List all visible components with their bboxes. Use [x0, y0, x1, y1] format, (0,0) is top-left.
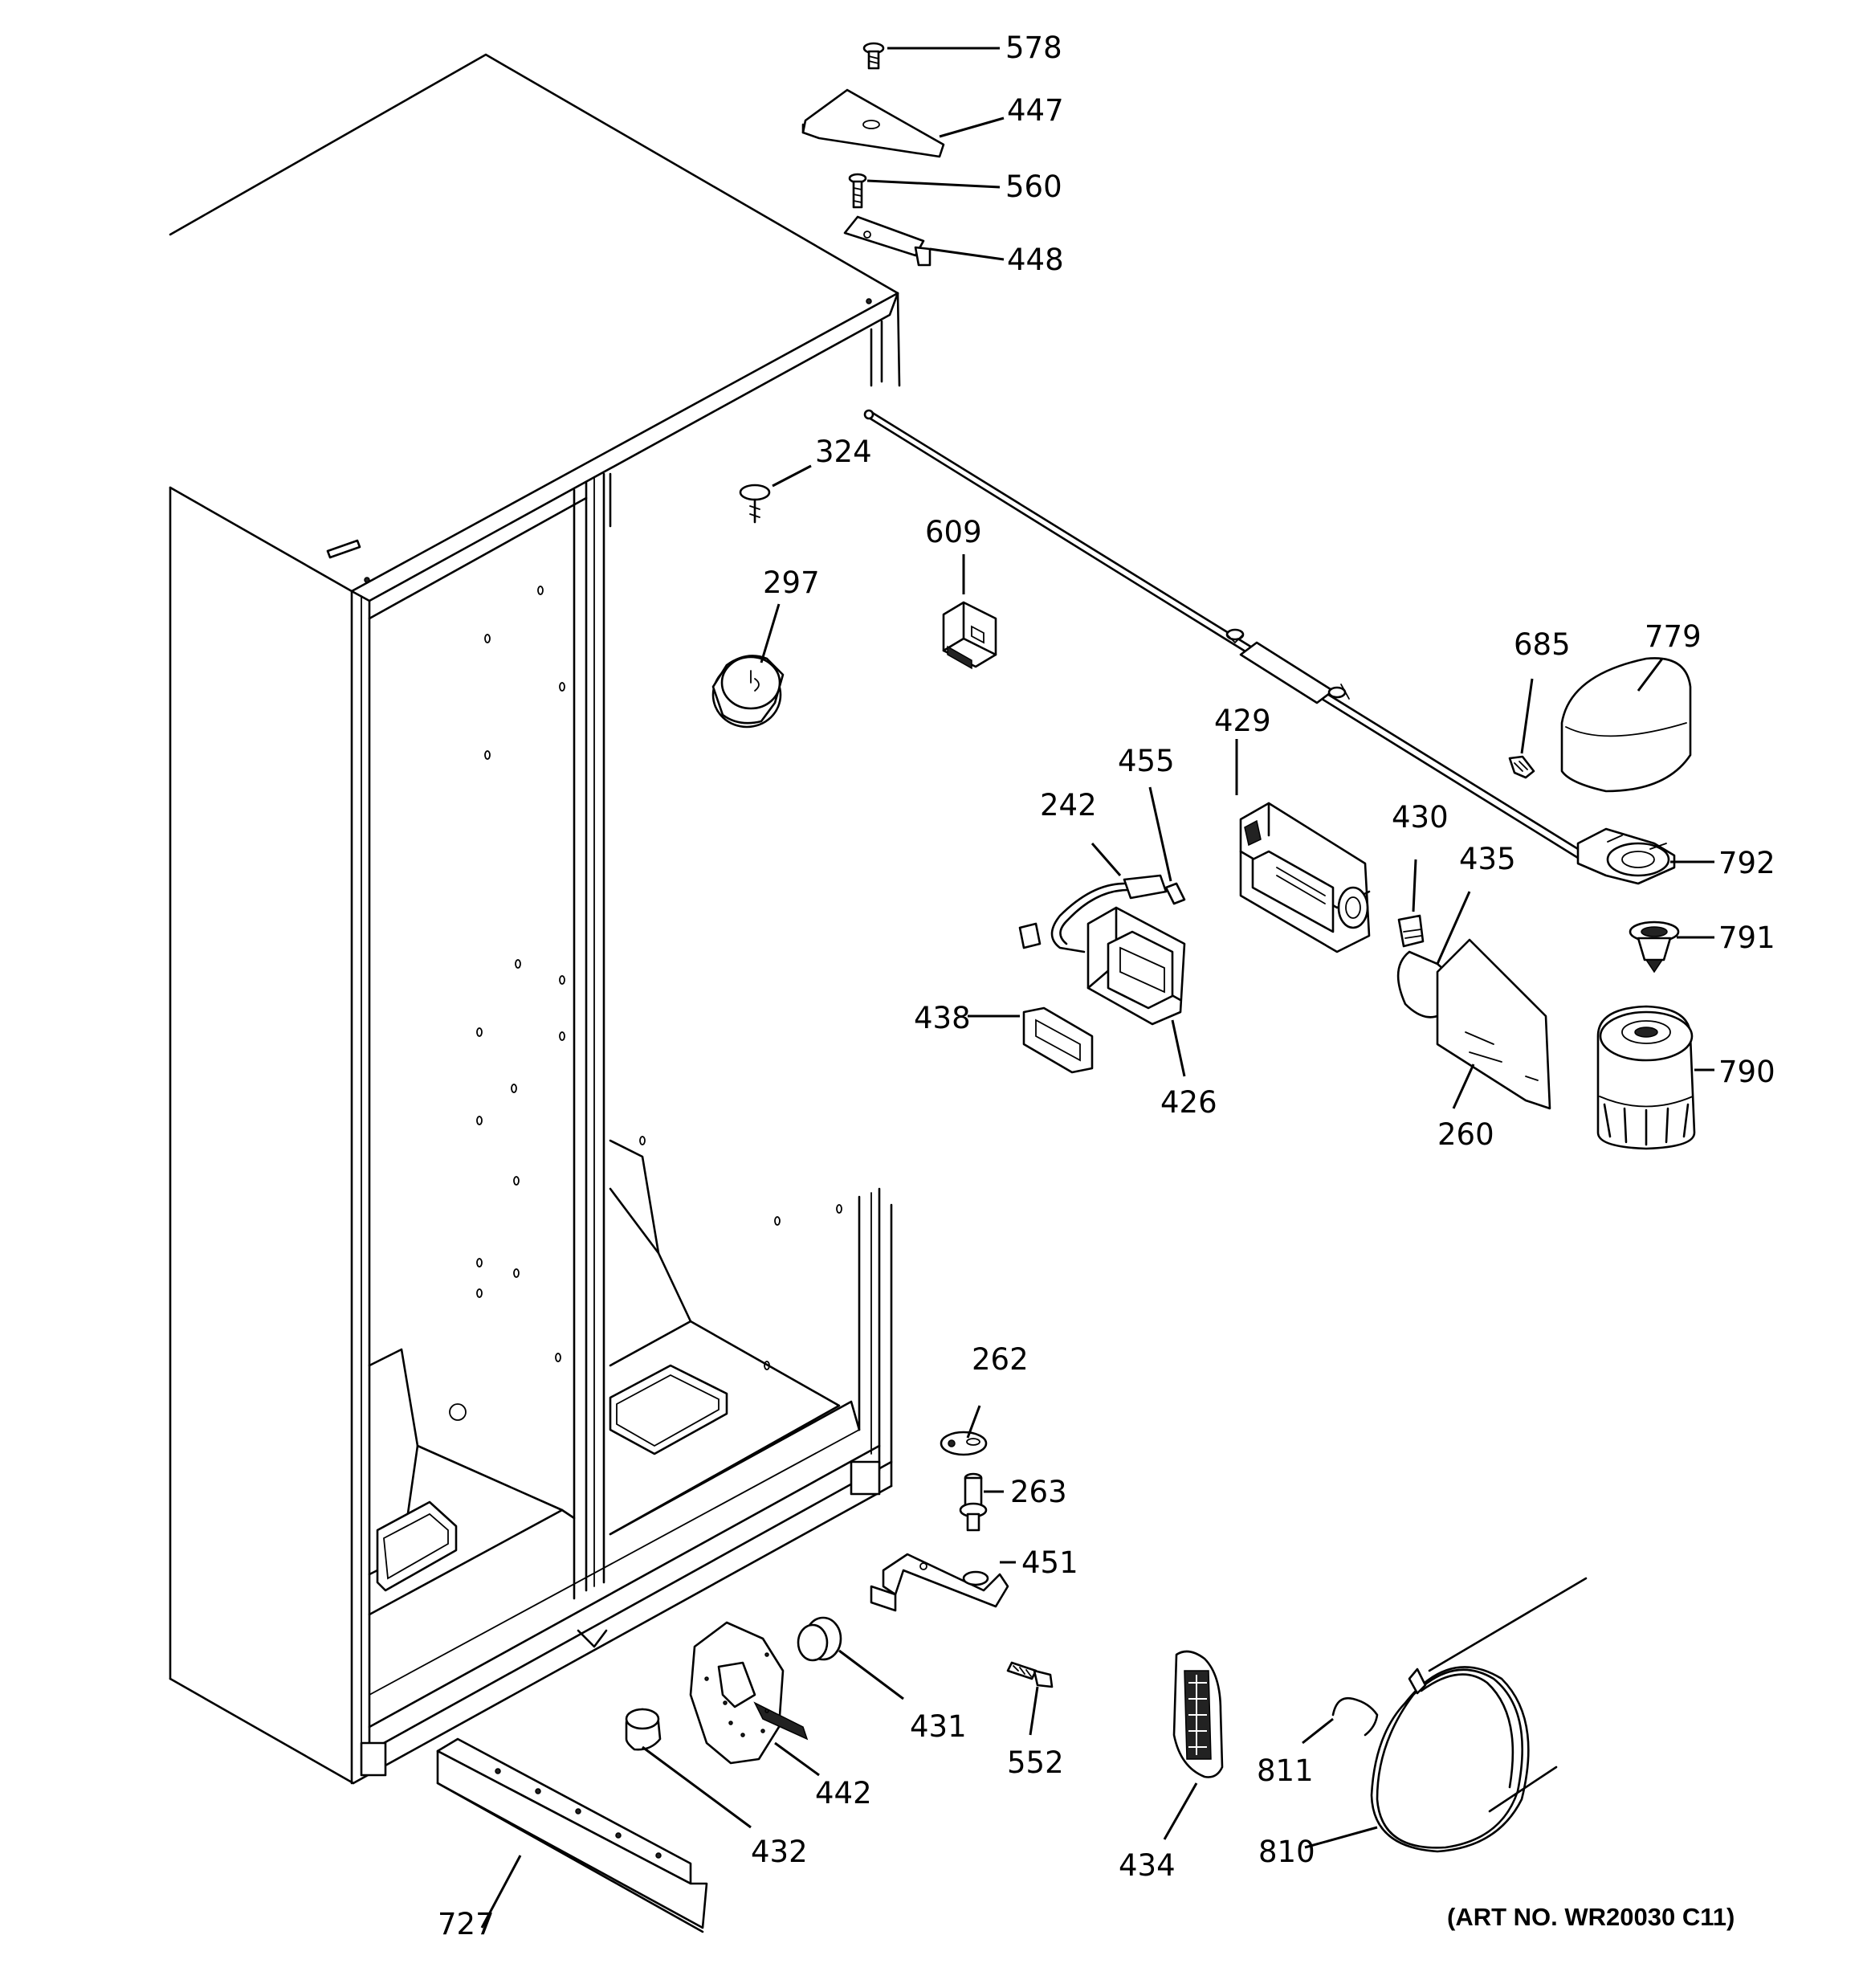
callout-442: 442	[815, 1776, 872, 1810]
leader-lines	[480, 47, 1714, 1929]
callout-435: 435	[1459, 842, 1516, 876]
hinge-pin-263	[959, 1472, 988, 1532]
top-hinge-448	[843, 215, 932, 267]
callout-792: 792	[1718, 846, 1775, 880]
callout-811: 811	[1257, 1753, 1314, 1788]
control-knob-297	[711, 655, 785, 729]
art-number: (ART NO. WR20030 C11)	[1447, 1903, 1735, 1931]
spacer-432	[625, 1708, 662, 1751]
callout-685: 685	[1514, 627, 1571, 662]
callout-455: 455	[1118, 744, 1175, 778]
callout-791: 791	[1718, 921, 1775, 955]
roller-assembly-442	[689, 1621, 809, 1765]
callout-432: 432	[751, 1835, 808, 1869]
callout-578: 578	[1005, 31, 1062, 65]
callout-263: 263	[1010, 1475, 1067, 1509]
callout-262: 262	[972, 1342, 1029, 1377]
callout-560: 560	[1005, 169, 1062, 204]
water-line-810	[1370, 1577, 1588, 1853]
callout-431: 431	[910, 1709, 967, 1744]
callout-779: 779	[1645, 619, 1702, 654]
callout-297: 297	[763, 565, 820, 600]
filter-head-792	[1576, 827, 1676, 885]
callout-260: 260	[1437, 1117, 1494, 1152]
hinge-bushing-262	[940, 1431, 988, 1456]
filter-bypass-791	[1629, 921, 1680, 974]
refrigerator-cabinet	[169, 53, 901, 1785]
callout-438: 438	[914, 1001, 971, 1035]
plug-324	[739, 484, 771, 524]
callout-727: 727	[438, 1907, 495, 1941]
callout-242: 242	[1040, 788, 1097, 823]
screw-560	[848, 173, 867, 209]
water-filter-790	[1596, 1005, 1696, 1150]
bearing-431	[797, 1616, 842, 1662]
light-shield-260	[1436, 938, 1551, 1110]
control-housing-429	[1239, 802, 1371, 953]
lens-438	[1022, 1006, 1094, 1074]
water-tube-assembly	[863, 409, 1584, 859]
callout-609: 609	[925, 515, 982, 549]
callout-552: 552	[1007, 1745, 1064, 1780]
callout-430: 430	[1392, 800, 1449, 835]
harness-242	[1018, 874, 1168, 953]
clip-811	[1331, 1696, 1379, 1737]
callout-426: 426	[1160, 1085, 1217, 1120]
callout-434: 434	[1119, 1848, 1176, 1883]
callout-324: 324	[815, 435, 872, 469]
screw-578	[862, 42, 885, 70]
callout-451: 451	[1021, 1545, 1078, 1580]
toe-grille-727	[436, 1737, 708, 1933]
callout-448: 448	[1007, 243, 1064, 277]
connector-455	[1164, 882, 1186, 905]
switch-609	[942, 601, 997, 670]
callout-429: 429	[1214, 704, 1271, 738]
screw-552	[1006, 1661, 1054, 1688]
light-socket-426	[1086, 906, 1186, 1026]
hinge-cover-447	[801, 88, 945, 158]
callout-790: 790	[1718, 1055, 1775, 1089]
callout-labels: 578 447 560 448 324 609 297 779 685 429 …	[438, 31, 1775, 1941]
callout-447: 447	[1007, 93, 1064, 128]
screw-685	[1508, 755, 1535, 779]
callout-810: 810	[1258, 1835, 1315, 1869]
filter-cap-779	[1560, 657, 1692, 793]
bottom-hinge-451	[870, 1553, 1009, 1612]
grille-434	[1172, 1650, 1224, 1778]
